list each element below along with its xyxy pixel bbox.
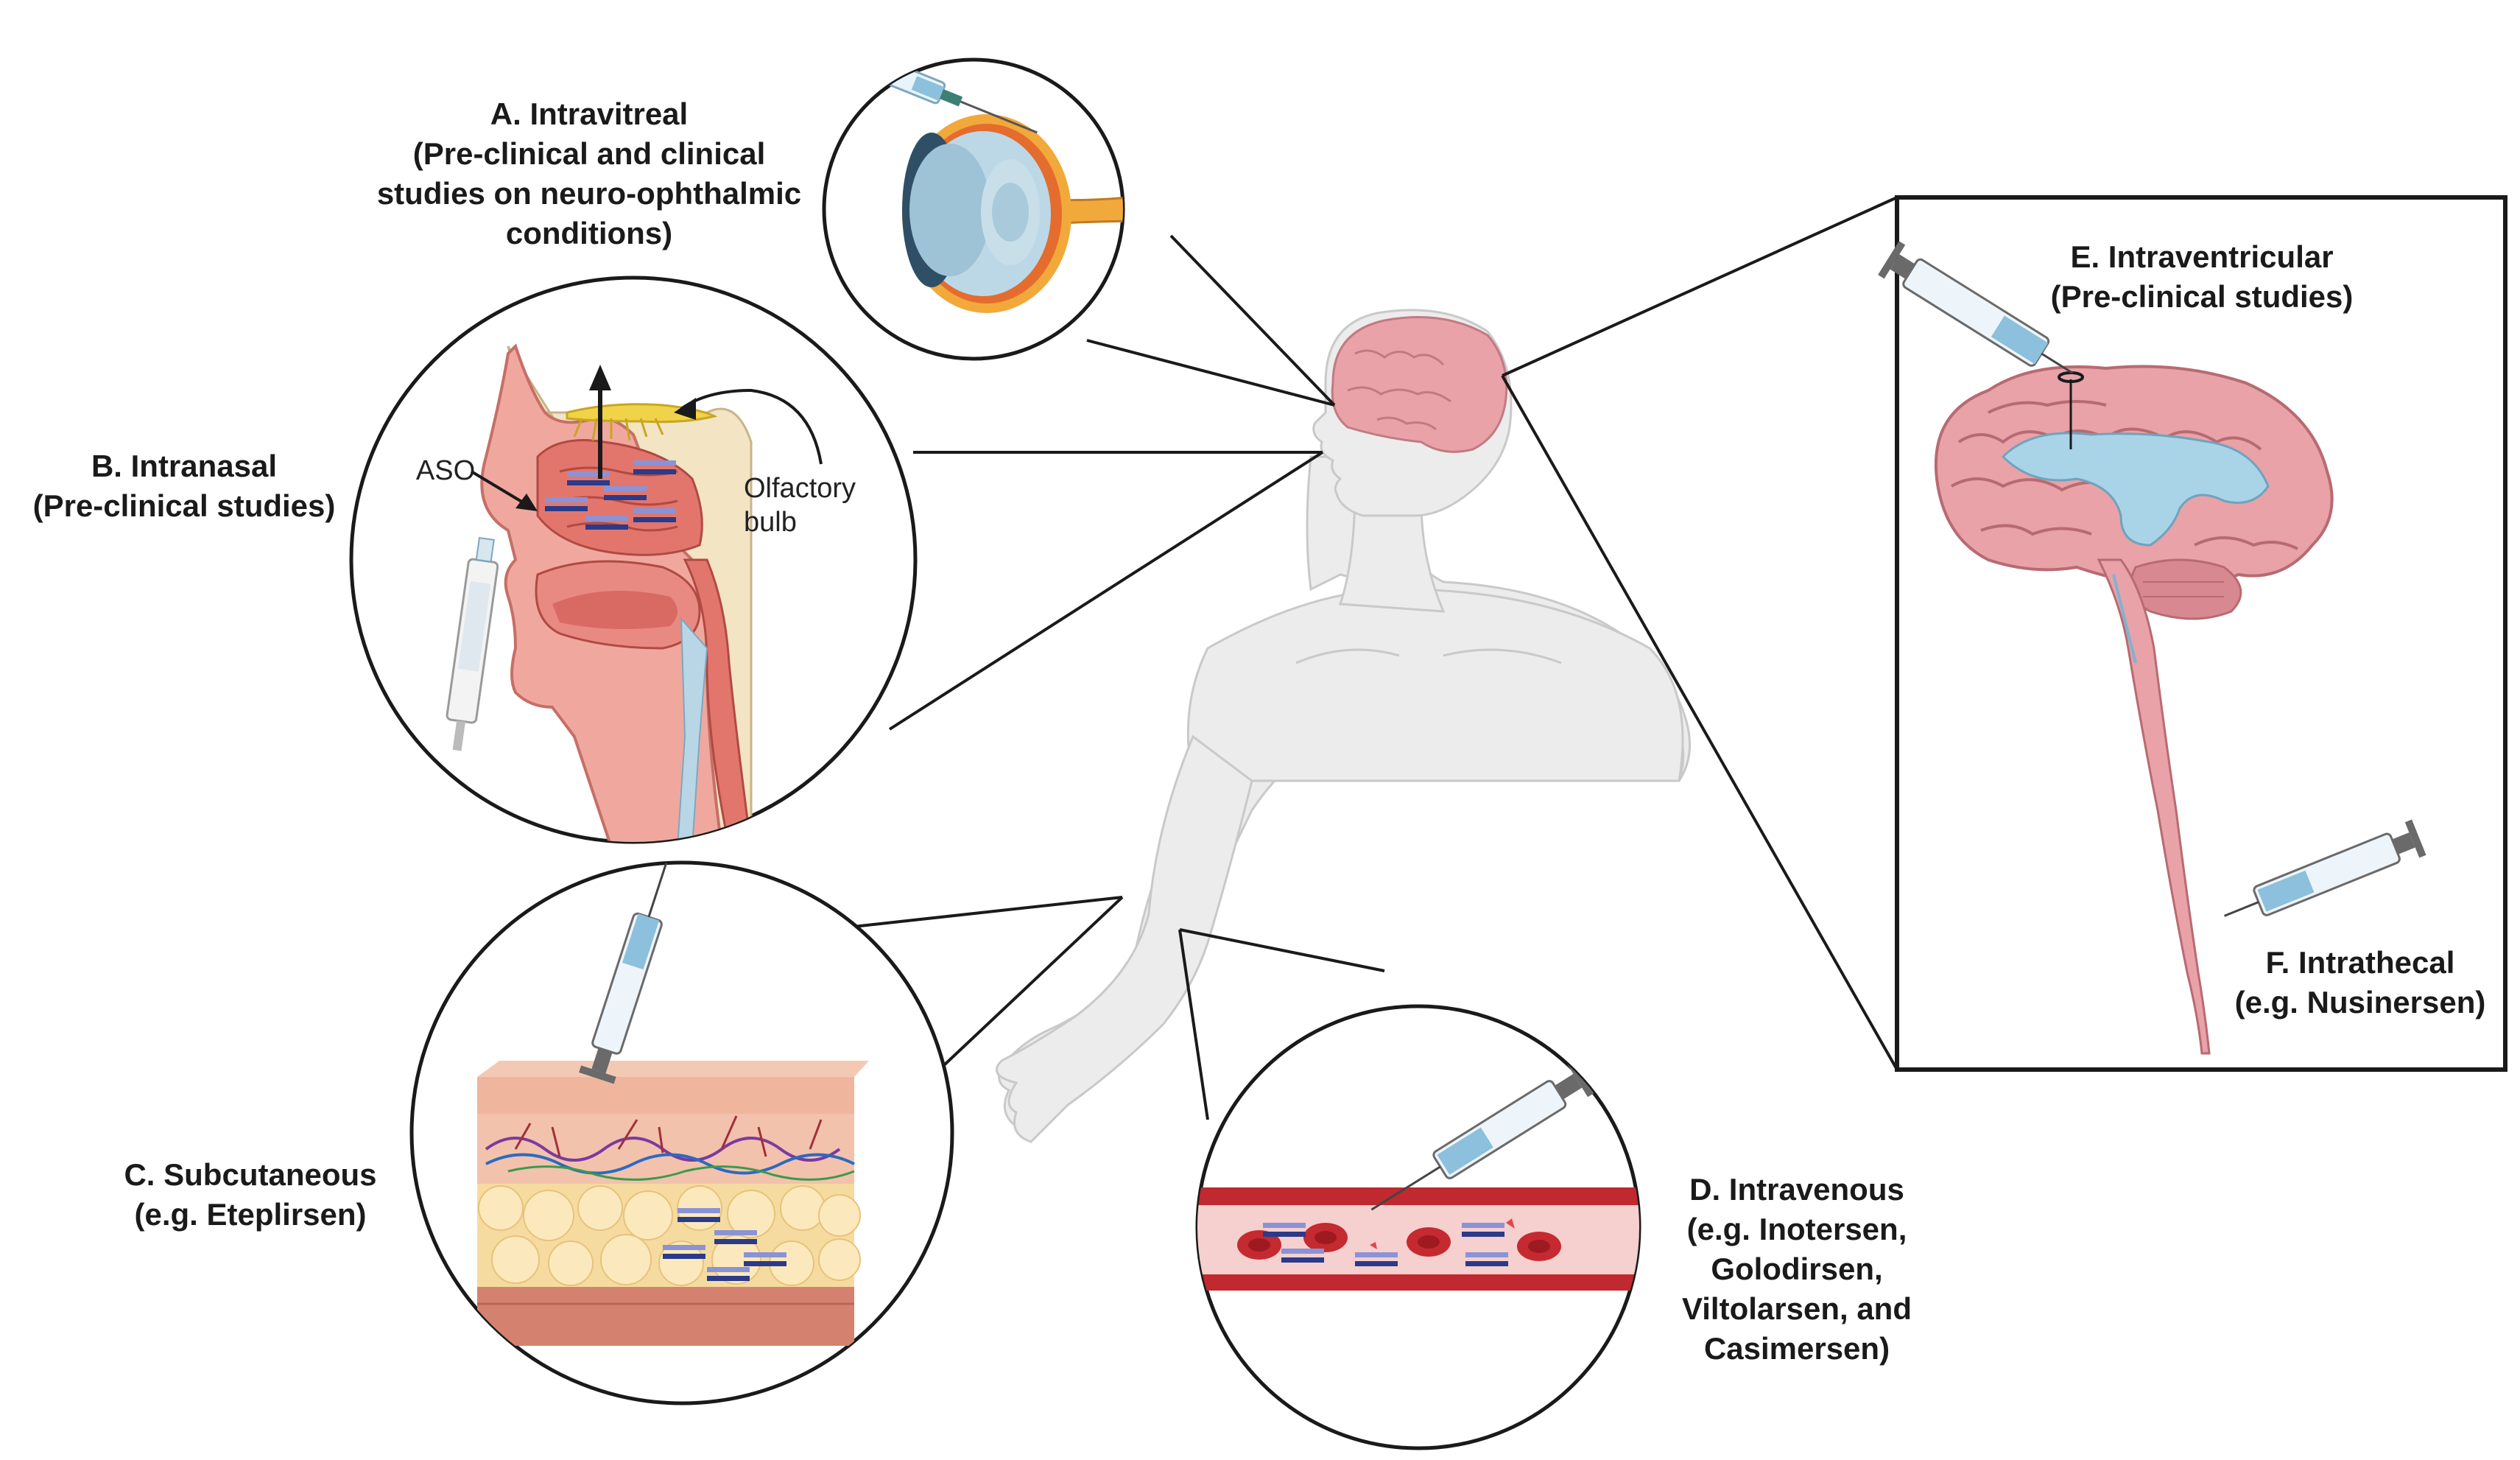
intranasal-inset (349, 275, 918, 844)
label-aso: ASO (405, 454, 486, 488)
label-intravitreal-line-3: conditions) (505, 216, 673, 250)
connector-lines (826, 196, 1898, 1120)
cns-inset-panel (1878, 195, 2507, 1072)
label-intrathecal-line-1: (e.g. Nusinersen) (2234, 985, 2486, 1019)
label-intravenous-title: D. Intravenous (1689, 1172, 1904, 1207)
label-subcutaneous-line-1: (e.g. Eteplirsen) (134, 1197, 367, 1232)
label-intrathecal-title: F. Intrathecal (2265, 945, 2455, 980)
label-olfactory-bulb-line-1: Olfactory (744, 473, 856, 504)
label-olfactory-bulb: Olfactory bulb (744, 471, 891, 539)
label-intranasal-title: B. Intranasal (91, 449, 278, 483)
label-intravitreal: A. Intravitreal (Pre-clinical and clinic… (361, 94, 817, 253)
label-intrathecal: F. Intrathecal (e.g. Nusinersen) (2217, 943, 2504, 1022)
label-olfactory-bulb-line-2: bulb (744, 507, 797, 538)
intravitreal-inset (822, 57, 1125, 361)
label-intravitreal-title: A. Intravitreal (490, 96, 689, 131)
label-aso-text: ASO (415, 455, 476, 486)
label-intraventricular: E. Intraventricular (Pre-clinical studie… (2003, 237, 2401, 317)
intravenous-inset (1195, 1004, 1641, 1450)
label-intraventricular-title: E. Intraventricular (2070, 239, 2334, 274)
human-body (995, 309, 1692, 1143)
label-intravitreal-line-2: studies on neuro-ophthalmic (376, 176, 802, 211)
label-subcutaneous: C. Subcutaneous (e.g. Eteplirsen) (88, 1155, 412, 1235)
label-intranasal-line-1: (Pre-clinical studies) (32, 488, 336, 523)
label-intravenous-line-4: Casimersen) (1703, 1331, 1890, 1366)
label-intraventricular-line-1: (Pre-clinical studies) (2050, 279, 2354, 314)
label-intravenous: D. Intravenous (e.g. Inotersen, Golodirs… (1657, 1170, 1937, 1369)
label-intravenous-line-2: Golodirsen, (1711, 1252, 1883, 1286)
label-subcutaneous-title: C. Subcutaneous (124, 1157, 377, 1192)
label-intravenous-line-1: (e.g. Inotersen, (1686, 1212, 1907, 1246)
label-intravenous-line-3: Viltolarsen, and (1682, 1291, 1912, 1326)
label-intravitreal-line-1: (Pre-clinical and clinical (412, 136, 766, 171)
label-intranasal: B. Intranasal (Pre-clinical studies) (7, 446, 361, 526)
subcutaneous-inset (409, 860, 954, 1405)
